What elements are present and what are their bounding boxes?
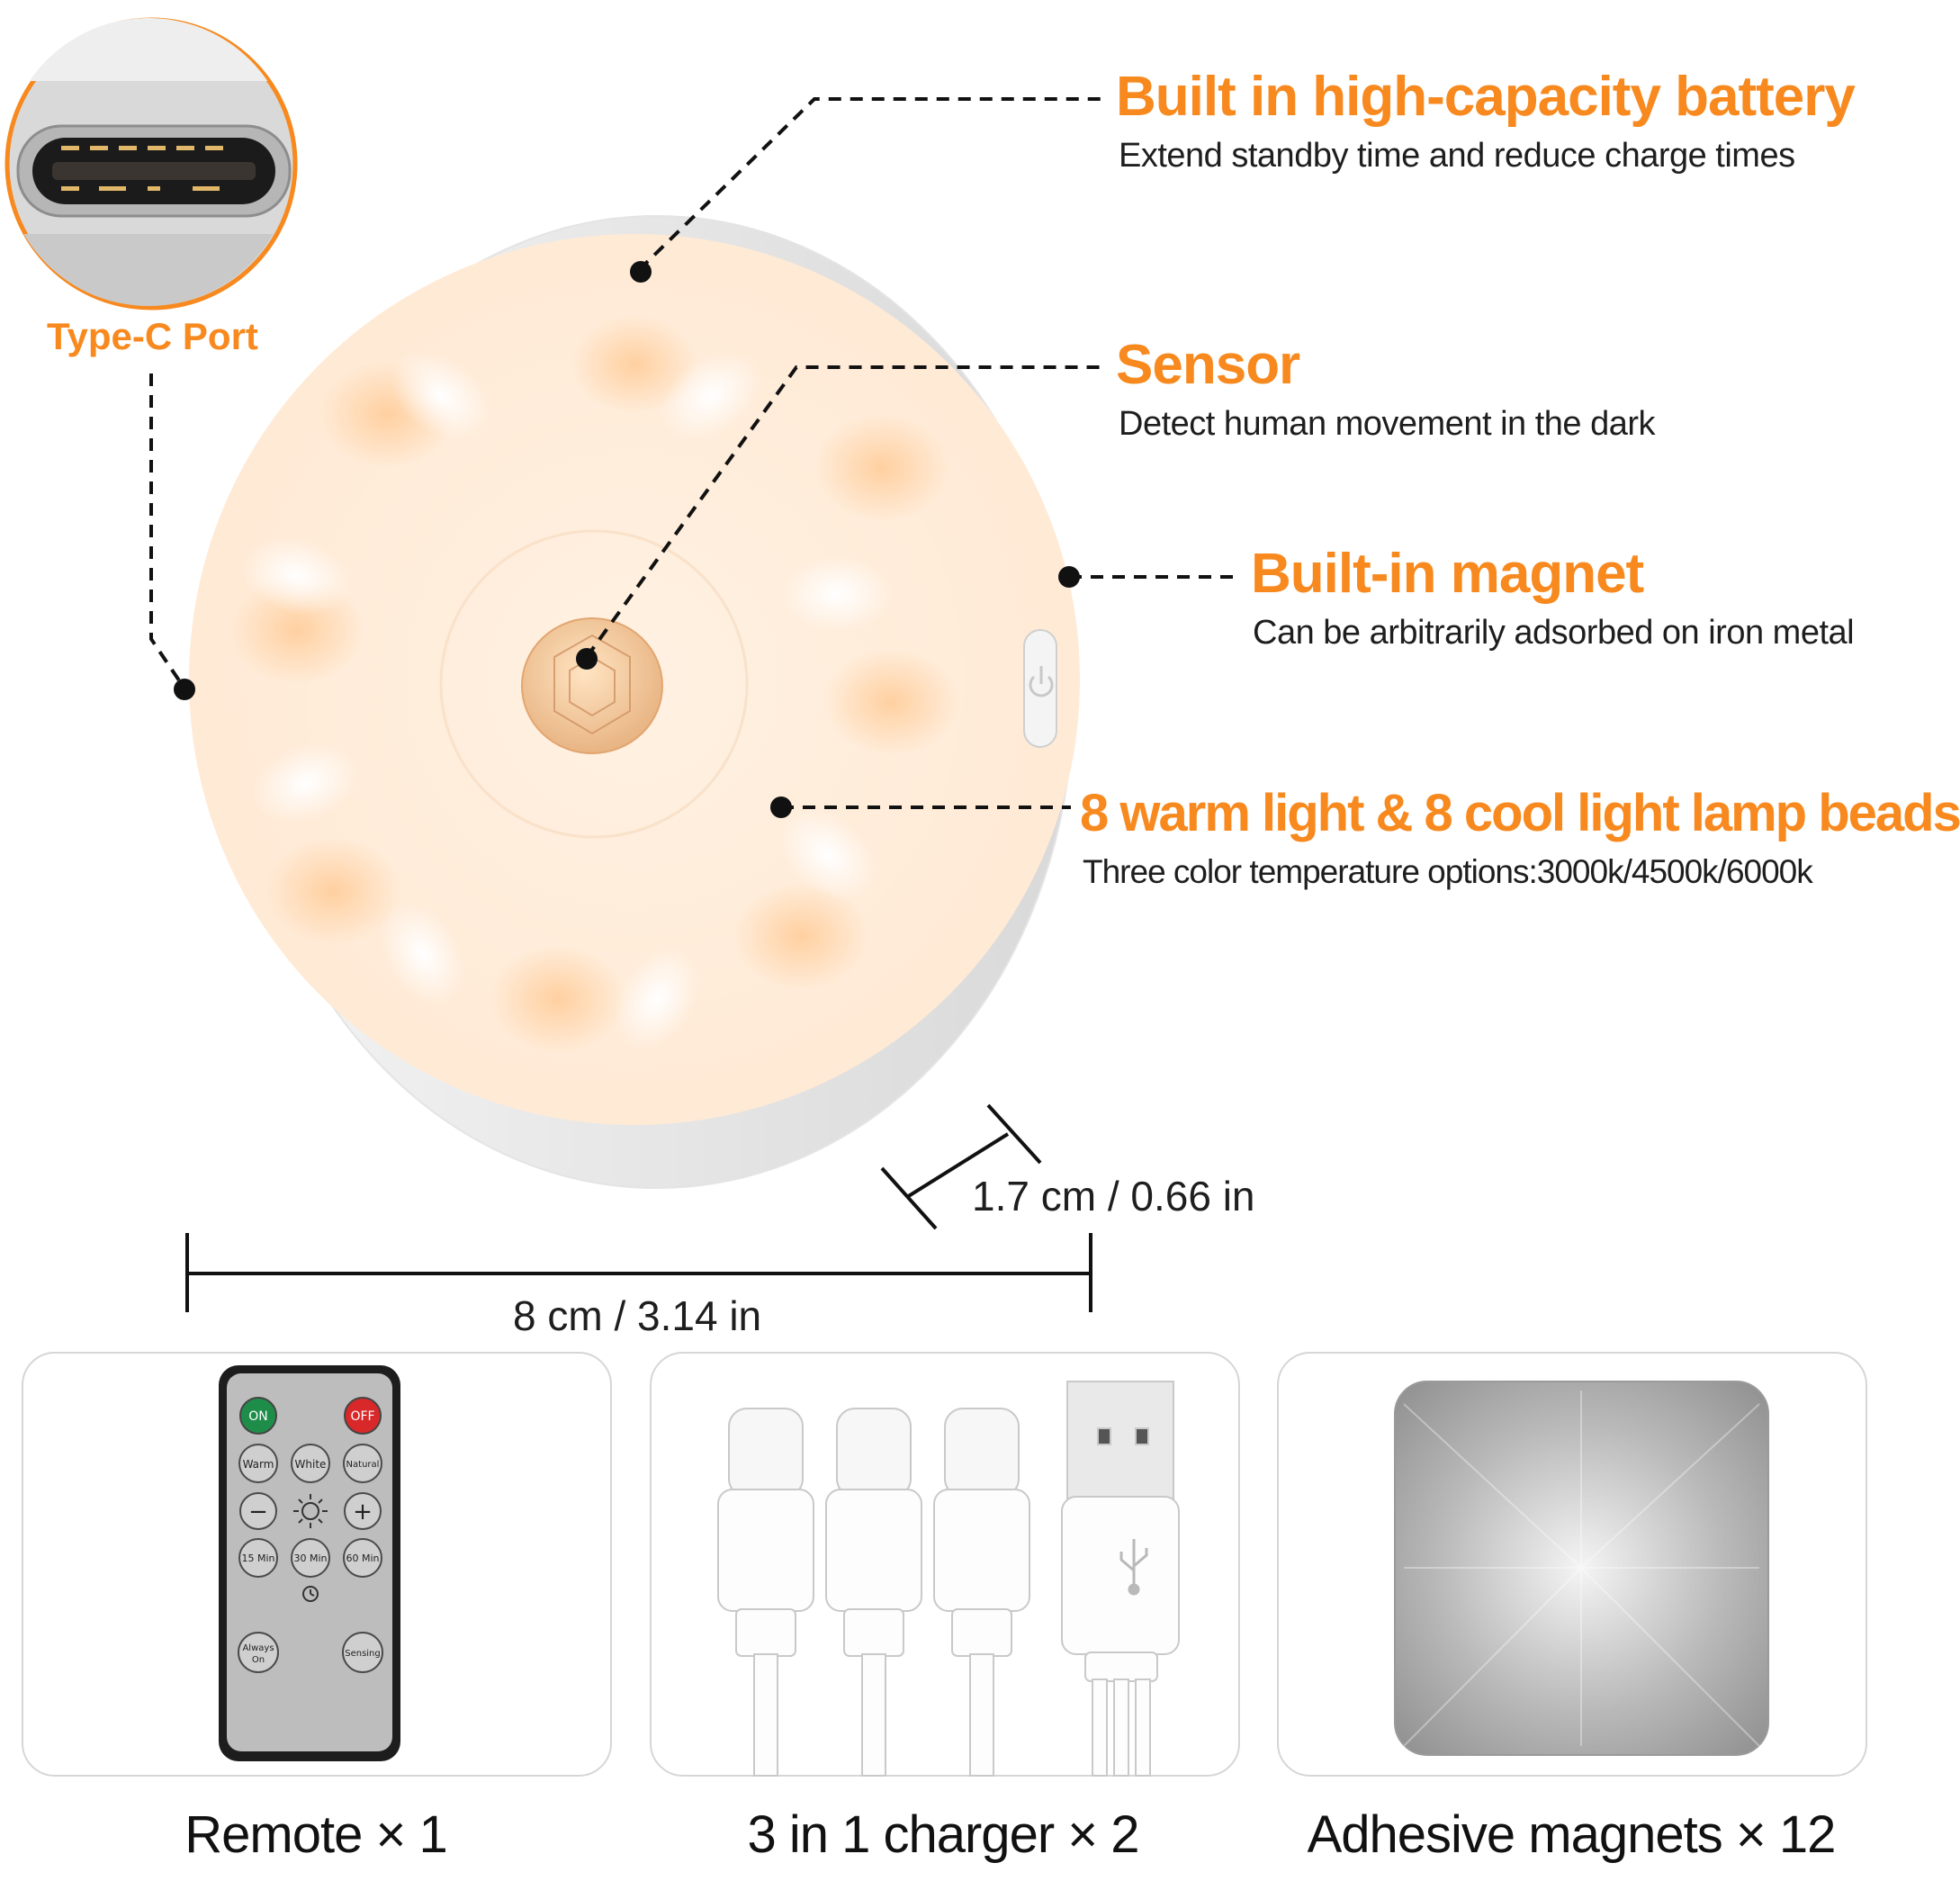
feature-desc-lamp-beads: Three color temperature options:3000k/45…: [1083, 853, 1813, 890]
remote-sensing-key: Sensing: [345, 1649, 381, 1659]
lamp-beads: [229, 315, 958, 1053]
power-icon: [1029, 666, 1054, 698]
type-c-port-label: Type-C Port: [47, 315, 258, 357]
caption-remote: Remote × 1: [184, 1805, 447, 1864]
caption-magnets: Adhesive magnets × 12: [1307, 1805, 1837, 1864]
feature-desc-magnet: Can be arbitrarily adsorbed on iron meta…: [1253, 614, 1855, 652]
product-illustration: ON OFF Warm White Natural − + 15 Min 30 …: [4, 17, 1867, 1777]
remote-15min-key: 15 Min: [241, 1552, 274, 1564]
usb-logo-icon: [1119, 1539, 1148, 1596]
remote-control: ON OFF Warm White Natural − + 15 Min 30 …: [219, 1365, 400, 1761]
dimension-lines: [185, 1103, 1092, 1312]
thickness-dimension-label: 1.7 cm / 0.66 in: [972, 1173, 1255, 1220]
feature-title-magnet: Built-in magnet: [1251, 543, 1644, 605]
alarm-clock-icon: [302, 1586, 319, 1602]
type-c-port-closeup: [4, 17, 298, 310]
feature-title-sensor: Sensor: [1116, 334, 1300, 396]
remote-on-key: ON: [248, 1409, 268, 1424]
feature-title-lamp-beads: 8 warm light & 8 cool light lamp beads: [1080, 784, 1960, 842]
remote-white-key: White: [295, 1458, 327, 1471]
adhesive-magnet: [1394, 1381, 1769, 1756]
usb-a-slot-right: [1135, 1427, 1149, 1445]
remote-minus-key: −: [248, 1498, 268, 1526]
remote-natural-key: Natural: [346, 1460, 380, 1470]
feature-desc-sensor: Detect human movement in the dark: [1119, 405, 1656, 443]
feature-title-battery: Built in high-capacity battery: [1116, 66, 1856, 128]
remote-always-key: Always: [242, 1643, 274, 1653]
leader-dots: [174, 261, 1080, 818]
remote-plus-key: +: [353, 1498, 373, 1526]
remote-on2-key: On: [252, 1655, 265, 1665]
feature-desc-battery: Extend standby time and reduce charge ti…: [1119, 137, 1795, 175]
lamp-body: [189, 215, 1080, 1189]
caption-charger: 3 in 1 charger × 2: [747, 1805, 1139, 1864]
brightness-icon: [293, 1494, 328, 1528]
diameter-dimension-label: 8 cm / 3.14 in: [513, 1292, 762, 1339]
motion-sensor: [521, 617, 663, 754]
leader-lines: [149, 97, 1237, 809]
remote-30min-key: 30 Min: [293, 1552, 327, 1564]
usb-a-slot-left: [1097, 1427, 1111, 1445]
remote-off-key: OFF: [350, 1409, 374, 1424]
remote-60min-key: 60 Min: [346, 1552, 379, 1564]
charger-cable: [717, 1381, 1180, 1777]
remote-warm-key: Warm: [243, 1458, 274, 1471]
power-button: [1023, 629, 1057, 748]
